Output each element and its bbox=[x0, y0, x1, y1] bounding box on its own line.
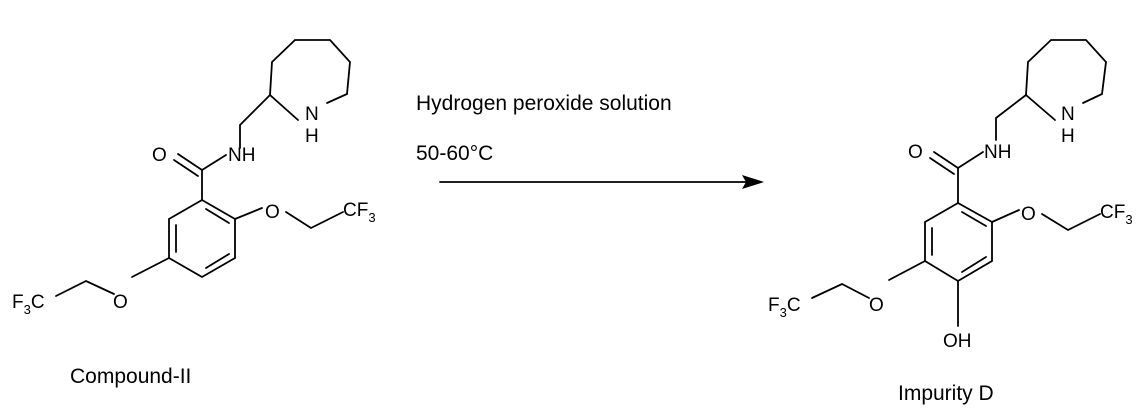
product-aromatic-inner-2 bbox=[961, 256, 987, 273]
product-atom-cf3-left: F3C bbox=[768, 295, 801, 320]
reactant-bottom-ether-bond bbox=[131, 257, 170, 278]
product-atom-cf3-top: CF3 bbox=[1100, 202, 1133, 227]
product-name: Impurity D bbox=[898, 382, 994, 405]
product-carbonyl-bond-2 bbox=[929, 157, 955, 175]
reactant-bottom-ether-chain bbox=[55, 280, 115, 297]
product-carbonyl-bond-1 bbox=[933, 151, 959, 169]
product-aromatic-inner-3 bbox=[961, 211, 987, 227]
product-atom-ring-n: N bbox=[1061, 104, 1075, 125]
reactant-atom-amide-nh: NH bbox=[228, 145, 255, 166]
reactant-carbonyl-bond-1 bbox=[177, 153, 203, 171]
reactant-atom-amide-o: O bbox=[152, 145, 167, 166]
product-structure: O NH N H O CF3 O F3C OH bbox=[768, 39, 1133, 352]
reactant-atom-ring-h: H bbox=[305, 126, 319, 147]
product-atom-ether-o-bottom: O bbox=[869, 295, 884, 316]
reactant-atom-cf3-top: CF3 bbox=[343, 200, 376, 225]
product-atom-ring-h: H bbox=[1061, 126, 1075, 147]
reaction-temperature: 50-60°C bbox=[416, 142, 493, 165]
product-bottom-ether-bond bbox=[888, 260, 926, 281]
product-atom-ether-o-top: O bbox=[1021, 204, 1036, 225]
reactant-aromatic-inner-3 bbox=[205, 208, 230, 224]
reactant-atom-cf3-left: F3C bbox=[12, 292, 45, 317]
reactant-top-ether-chain-2 bbox=[285, 211, 344, 230]
product-top-ether-chain bbox=[1041, 213, 1101, 232]
reactant-ch2-linker bbox=[239, 94, 271, 149]
product-atom-hydroxyl: OH bbox=[943, 331, 972, 352]
product-ch2-linker bbox=[995, 94, 1027, 141]
product-atom-amide-nh: NH bbox=[984, 142, 1011, 163]
reactant-top-ether-chain bbox=[234, 207, 263, 220]
reactant-atom-ether-o-bottom: O bbox=[113, 292, 128, 313]
product-benzene-ring bbox=[924, 201, 993, 283]
reaction-arrowhead-icon bbox=[742, 175, 764, 189]
reactant-c-n-bond bbox=[201, 154, 227, 171]
product-c-n-bond bbox=[957, 151, 984, 169]
product-top-ether-bond bbox=[991, 209, 1020, 223]
product-bottom-ether-chain bbox=[811, 282, 870, 299]
reactant-atom-ring-n: N bbox=[305, 104, 319, 125]
product-piperidine-ring bbox=[1025, 39, 1107, 121]
reactant-benzene-ring bbox=[168, 198, 236, 279]
reaction-reagent: Hydrogen peroxide solution bbox=[416, 92, 672, 115]
reactant-atom-ether-o-top: O bbox=[265, 202, 280, 223]
reactant-carbonyl-bond-2 bbox=[173, 159, 199, 177]
reactant-piperidine-ring bbox=[269, 39, 351, 121]
product-atom-amide-o: O bbox=[908, 142, 923, 163]
reactant-name: Compound-II bbox=[70, 365, 191, 388]
reactant-aromatic-inner-2 bbox=[205, 253, 230, 269]
reactant-structure: O NH N H O CF3 O F3C bbox=[12, 39, 376, 317]
